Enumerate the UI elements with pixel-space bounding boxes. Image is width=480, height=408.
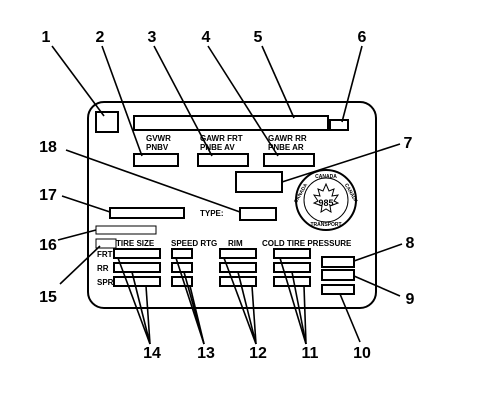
- leader-16: [57, 229, 97, 241]
- cold-tire-pressure-heading: COLD TIRE PRESSURE: [262, 239, 352, 248]
- tire-size-heading: TIRE SIZE: [116, 239, 155, 248]
- leader-11a: [279, 257, 307, 345]
- leader-12a: [223, 257, 257, 345]
- leader-14c: [145, 285, 151, 345]
- gvwr-label: GVWR: [146, 134, 171, 143]
- leader-9: [353, 275, 401, 297]
- box-17: [109, 207, 185, 219]
- pnbe-ar-label: PNBE AR: [268, 143, 304, 152]
- callout-12: 12: [249, 345, 267, 362]
- callout-3: 3: [148, 29, 157, 46]
- stamp-bottom-text: TRANSPORT: [310, 222, 341, 228]
- speed-rtg-heading: SPEED RTG: [171, 239, 217, 248]
- leader-lines: [51, 45, 403, 345]
- speed-rtg-box-rr: [171, 262, 193, 273]
- callout-2: 2: [96, 29, 105, 46]
- gawr-rr-label: GAWR RR: [268, 134, 307, 143]
- box-3: [197, 153, 249, 167]
- pressure-box-rr: [273, 262, 311, 273]
- tire-size-box-rr: [113, 262, 161, 273]
- box-5: [133, 115, 329, 131]
- stamp-number: 985: [318, 198, 333, 208]
- pressure-box-spr: [273, 276, 311, 287]
- leader-11c: [303, 285, 307, 345]
- callout-8: 8: [406, 235, 415, 252]
- leader-3: [153, 45, 213, 157]
- box-6: [329, 119, 349, 131]
- callout-14: 14: [143, 345, 161, 362]
- row-label-frt: FRT: [97, 250, 113, 259]
- leader-1: [51, 45, 105, 117]
- rim-box-rr: [219, 262, 257, 273]
- leader-2: [101, 45, 143, 157]
- leader-5: [261, 45, 295, 119]
- leader-18: [65, 149, 241, 213]
- callout-1: 1: [42, 29, 51, 46]
- leader-8: [353, 243, 403, 262]
- leader-7: [281, 143, 401, 183]
- callout-6: 6: [358, 29, 367, 46]
- leader-17: [61, 195, 111, 213]
- box-10: [321, 284, 355, 295]
- box-9: [321, 269, 355, 281]
- box-15: [95, 238, 117, 249]
- leader-14b: [131, 271, 151, 345]
- callout-18: 18: [39, 139, 57, 156]
- pressure-box-frt: [273, 248, 311, 259]
- callout-15: 15: [39, 289, 57, 306]
- callout-5: 5: [254, 29, 263, 46]
- callout-10: 10: [353, 345, 371, 362]
- box-4: [263, 153, 315, 167]
- maple-leaf-icon: [312, 182, 340, 213]
- tire-size-box-frt: [113, 248, 161, 259]
- leader-10: [339, 293, 361, 343]
- stamp-inner-ring: [303, 177, 349, 223]
- leader-12b: [237, 271, 257, 345]
- box-7: [235, 171, 283, 193]
- pnbe-av-label: PNBE AV: [200, 143, 235, 152]
- leader-11b: [291, 271, 307, 345]
- box-18: [239, 207, 277, 221]
- box-8: [321, 256, 355, 268]
- row-label-spr: SPR: [97, 278, 114, 287]
- leader-4: [207, 45, 279, 157]
- box-2: [133, 153, 179, 167]
- stamp-top-text: CANADA: [315, 174, 337, 180]
- pnbv-label: PNBV: [146, 143, 169, 152]
- leader-13c: [189, 285, 205, 345]
- gawr-frt-label: GAWR FRT: [200, 134, 243, 143]
- tire-size-box-spr: [113, 276, 161, 287]
- row-label-rr: RR: [97, 264, 109, 273]
- callout-13: 13: [197, 345, 215, 362]
- rim-box-frt: [219, 248, 257, 259]
- leader-15: [59, 245, 101, 285]
- callout-7: 7: [404, 135, 413, 152]
- leader-12c: [251, 285, 257, 345]
- leader-14a: [117, 257, 151, 345]
- rim-box-spr: [219, 276, 257, 287]
- rim-heading: RIM: [228, 239, 243, 248]
- box-16: [95, 225, 157, 235]
- box-1: [95, 111, 119, 133]
- callout-16: 16: [39, 237, 57, 254]
- callout-17: 17: [39, 187, 57, 204]
- speed-rtg-box-frt: [171, 248, 193, 259]
- callout-9: 9: [406, 291, 415, 308]
- callout-4: 4: [202, 29, 211, 46]
- callout-11: 11: [302, 345, 319, 362]
- leader-6: [341, 45, 363, 123]
- type-label: TYPE:: [200, 209, 224, 218]
